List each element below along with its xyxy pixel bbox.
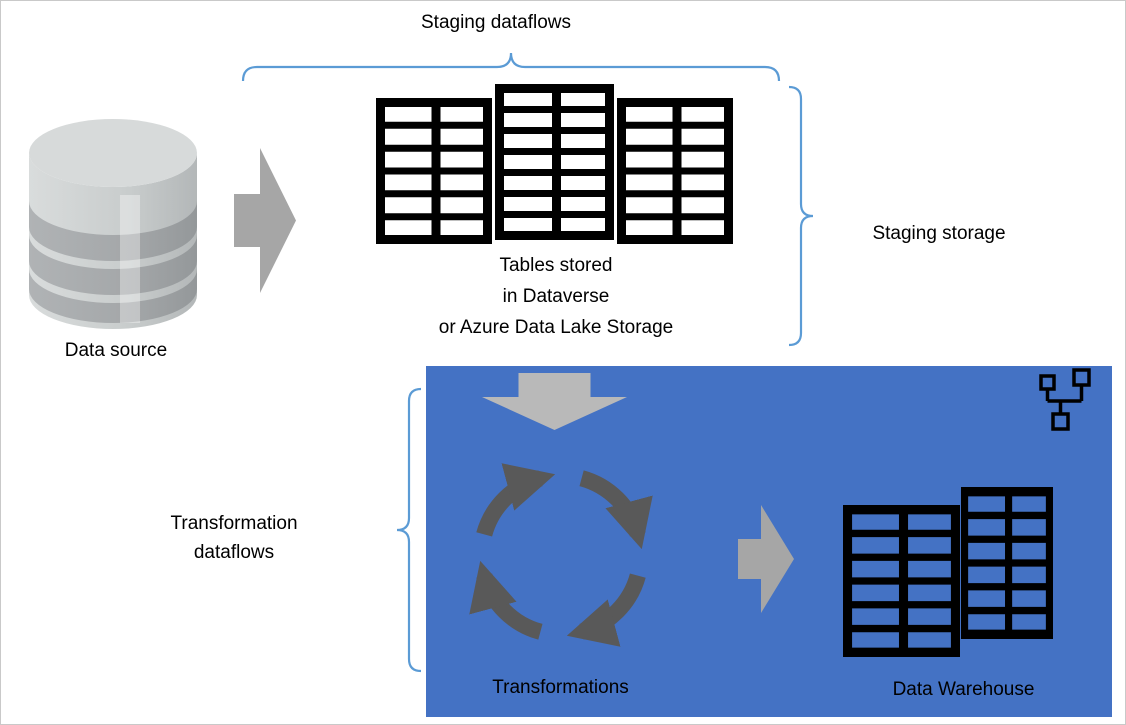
tables-caption-line3: or Azure Data Lake Storage bbox=[438, 317, 674, 338]
transformation-dataflows-line2: dataflows bbox=[193, 542, 275, 563]
staging-dataflows-label: Staging dataflows bbox=[421, 12, 571, 33]
table-icon bbox=[495, 84, 614, 240]
transformation-dataflows-line1: Transformation bbox=[170, 513, 298, 534]
table-icon bbox=[961, 487, 1053, 639]
tables-caption-line1: Tables stored bbox=[499, 255, 613, 276]
hierarchy-icon bbox=[1039, 368, 1091, 431]
cycle-arrows-icon bbox=[469, 463, 653, 647]
tables-caption-line2: in Dataverse bbox=[502, 286, 610, 307]
right-curly-brace bbox=[788, 85, 814, 347]
left-curly-brace bbox=[396, 387, 422, 673]
arrow-right-icon bbox=[234, 148, 296, 293]
table-icon bbox=[376, 98, 492, 244]
staging-storage-label: Staging storage bbox=[872, 223, 1006, 244]
transformations-label: Transformations bbox=[492, 677, 629, 698]
arrow-down-icon bbox=[482, 373, 627, 430]
tables-caption: Tables stored in Dataverse or Azure Data… bbox=[381, 250, 731, 343]
data-warehouse-label: Data Warehouse bbox=[892, 679, 1035, 700]
database-icon bbox=[29, 119, 197, 329]
transformation-dataflows-label: Transformation dataflows bbox=[129, 509, 339, 567]
top-curly-brace bbox=[241, 52, 781, 82]
arrow-right-icon bbox=[738, 505, 794, 613]
table-icon bbox=[843, 505, 960, 657]
data-source-label: Data source bbox=[64, 340, 168, 361]
table-icon bbox=[617, 98, 733, 244]
